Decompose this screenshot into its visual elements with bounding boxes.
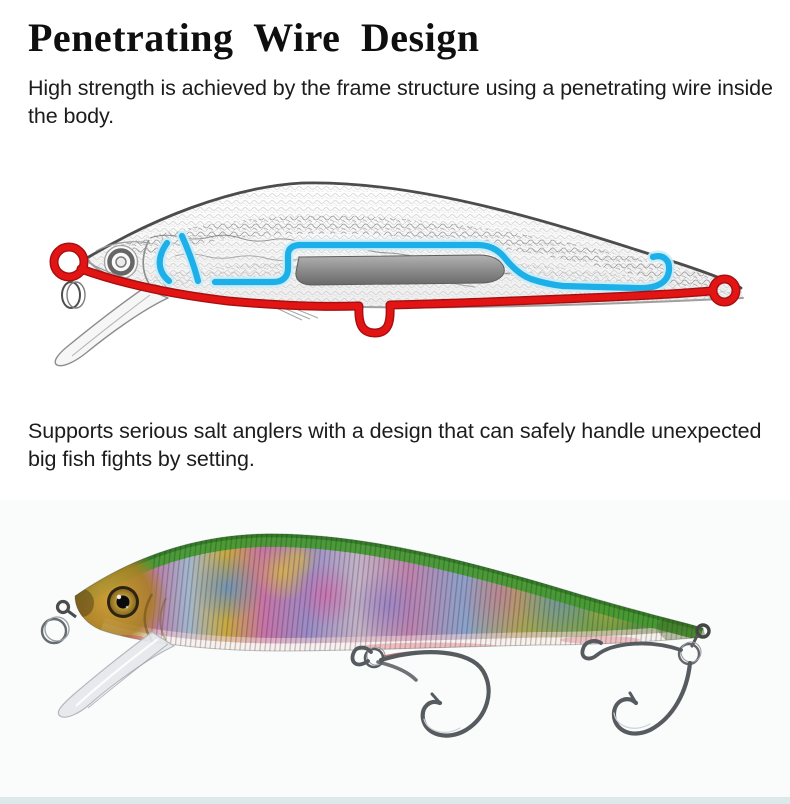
lure-eye <box>107 586 139 618</box>
eye-pupil-sketch <box>115 256 127 268</box>
head-sketch <box>88 237 168 290</box>
support-paragraph: Supports serious salt anglers with a des… <box>28 419 762 472</box>
tail-wire-loop <box>709 275 740 306</box>
blue-head-arc-right <box>178 232 202 285</box>
diving-lip-sketch <box>54 287 169 367</box>
gill-line <box>142 239 152 288</box>
penetrating-wire-illustration <box>49 181 744 367</box>
line-tie-loop <box>50 243 88 281</box>
wire-diagram-figure <box>0 150 790 400</box>
tail-eyelet <box>695 623 711 639</box>
lure-photo-figure <box>0 500 790 804</box>
front-split-ring <box>40 617 68 645</box>
inner-frame-blue-wire <box>154 230 675 294</box>
eye-iris-ring <box>107 248 135 276</box>
penetrating-wire-red <box>49 242 741 338</box>
rainbow-minnow-photo <box>0 500 790 804</box>
blue-chamber-channel <box>211 241 673 292</box>
tail-treble-hook <box>580 623 711 736</box>
nose-eyelet-and-split-ring <box>40 599 77 645</box>
belly-hook-main-point <box>378 650 491 738</box>
belly-hook-left-point <box>350 645 373 667</box>
intro-paragraph: High strength is achieved by the frame s… <box>28 76 773 129</box>
tail-hook-left-point <box>580 639 683 661</box>
tail-hook-main-point <box>611 660 693 736</box>
belly-treble-hook <box>350 645 491 738</box>
weight-chamber <box>295 254 505 286</box>
front-split-ring-sketch <box>61 281 86 309</box>
clear-diving-lip <box>57 631 175 718</box>
back-outline <box>85 181 743 290</box>
photo-background <box>0 500 790 804</box>
bottom-accent-strip <box>0 797 790 804</box>
line-tie-eyelet <box>55 599 71 615</box>
page-title: Penetrating Wire Design <box>28 15 480 60</box>
belly-wire-with-hook-hanger <box>77 265 714 337</box>
blue-head-arc-left <box>156 239 173 285</box>
